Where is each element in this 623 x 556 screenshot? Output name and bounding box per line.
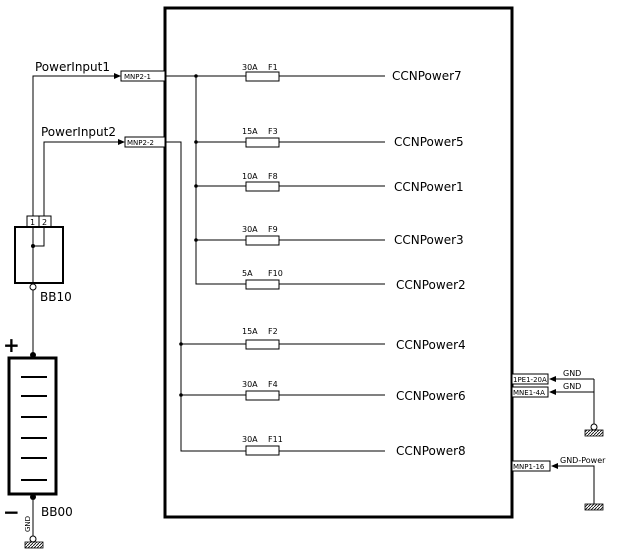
gnd-label: GND [563, 382, 581, 391]
fuse-row-f3: 15A F3 CCNPower5 [196, 127, 464, 149]
fuse-rating: 30A [242, 380, 258, 389]
battery-minus-sign: − [3, 500, 20, 524]
fuse-id: F9 [268, 225, 278, 234]
fuse-id: F3 [268, 127, 278, 136]
connector-label: MNE1-4A [513, 389, 545, 397]
power-input-2: PowerInput2 MNP2-2 [41, 125, 246, 452]
busbar-junctions [179, 74, 198, 397]
fuse-box-outline [163, 6, 514, 519]
ground-symbol [24, 541, 44, 549]
fuse-symbol [245, 137, 280, 148]
fuse-id: F11 [268, 435, 283, 444]
fuse-rating: 10A [242, 172, 258, 181]
connector-label: MNP1-16 [513, 463, 545, 471]
fuse-rating: 5A [242, 269, 253, 278]
connector-label: 1PE1-20A [513, 376, 547, 384]
fuse-rating: 30A [242, 63, 258, 72]
battery-plus-sign: + [3, 333, 20, 357]
output-label: CCNPower5 [394, 135, 464, 149]
fuse-id: F1 [268, 63, 278, 72]
battery-body [7, 356, 58, 496]
switch-block-bb10: 1 2 BB10 [14, 215, 72, 354]
fuse-symbol [245, 181, 280, 192]
output-label: CCNPower7 [392, 69, 462, 83]
battery-bb00: + − BB00 GND [3, 333, 73, 549]
switch-block-name: BB10 [40, 290, 72, 304]
switch-body [14, 226, 64, 284]
output-label: CCNPower6 [396, 389, 466, 403]
output-label: CCNPower1 [394, 180, 464, 194]
fuse-symbol [245, 71, 280, 82]
ground-connection-mne1-4a: MNE1-4A GND [511, 379, 604, 437]
fuse-symbol [245, 339, 280, 350]
fuse-rating: 30A [242, 225, 258, 234]
output-label: CCNPower4 [396, 338, 466, 352]
fuse-row-f10: 5A F10 CCNPower2 [242, 269, 466, 292]
ground-symbol [584, 503, 604, 511]
fuse-row-f4: 30A F4 CCNPower6 [181, 380, 466, 403]
fuse-symbol [245, 390, 280, 401]
fuse-rating: 15A [242, 127, 258, 136]
ground-symbol [584, 429, 604, 437]
battery-ground-label: GND [24, 516, 32, 532]
output-label: CCNPower2 [396, 278, 466, 292]
pin-2-label: 2 [42, 218, 47, 227]
fuse-id: F4 [268, 380, 278, 389]
gnd-label: GND [563, 369, 581, 378]
fuse-row-f9: 30A F9 CCNPower3 [196, 225, 464, 247]
fuse-row-f1: 30A F1 CCNPower7 [242, 63, 462, 83]
ground-connection-1pe1-20a: 1PE1-20A GND [511, 369, 594, 385]
pin-1-label: 1 [30, 218, 35, 227]
connector-mnp2-1-label: MNP2-1 [124, 73, 151, 81]
fuse-id: F2 [268, 327, 278, 336]
output-label: CCNPower3 [394, 233, 464, 247]
power-input-1-label: PowerInput1 [35, 60, 110, 74]
ground-connection-mnp1-16: MNP1-16 GND-Power [511, 456, 606, 511]
fuse-rating: 30A [242, 435, 258, 444]
connector-mnp2-2-label: MNP2-2 [127, 139, 154, 147]
fuse-symbol [245, 445, 280, 456]
fuse-symbol [245, 235, 280, 246]
power-input-2-label: PowerInput2 [41, 125, 116, 139]
fuse-row-f11: 30A F11 CCNPower8 [242, 435, 466, 458]
fuse-rating: 15A [242, 327, 258, 336]
battery-name: BB00 [41, 505, 73, 519]
fuse-row-f8: 10A F8 CCNPower1 [196, 172, 464, 194]
fuse-id: F8 [268, 172, 278, 181]
gnd-power-label: GND-Power [560, 456, 606, 465]
fuse-symbol [245, 279, 280, 290]
fuse-row-f2: 15A F2 CCNPower4 [181, 327, 466, 352]
output-label: CCNPower8 [396, 444, 466, 458]
power-input-1: PowerInput1 MNP2-1 [32, 60, 246, 285]
fuse-id: F10 [268, 269, 283, 278]
